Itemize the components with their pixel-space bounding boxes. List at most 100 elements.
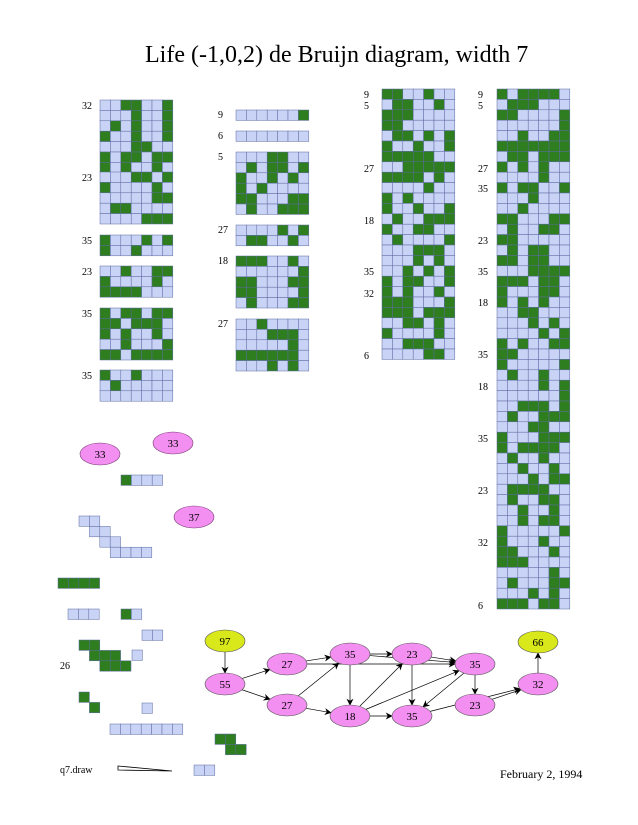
filled-cell <box>287 360 299 372</box>
empty-cell <box>235 109 247 121</box>
pointer-arrow-icon <box>117 765 173 772</box>
empty-cell <box>266 276 278 288</box>
filled-cell <box>507 255 519 267</box>
empty-cell <box>496 400 508 412</box>
empty-cell <box>444 244 456 256</box>
filled-cell <box>392 88 404 100</box>
empty-cell <box>298 172 310 184</box>
empty-cell <box>120 380 132 392</box>
filled-cell <box>423 161 435 173</box>
filled-cell <box>120 151 132 163</box>
empty-cell <box>110 171 122 183</box>
empty-cell <box>381 348 393 360</box>
filled-cell <box>527 400 539 412</box>
filled-cell <box>246 193 258 205</box>
filled-cell <box>141 234 153 246</box>
empty-cell <box>246 151 258 163</box>
filled-cell <box>538 494 550 506</box>
empty-cell <box>444 88 456 100</box>
empty-cell <box>517 494 529 506</box>
empty-cell <box>141 307 153 319</box>
filled-cell <box>256 349 268 361</box>
empty-cell <box>110 141 122 153</box>
empty-cell <box>287 318 299 330</box>
empty-cell <box>527 130 539 142</box>
strip-label: 9 <box>478 90 483 101</box>
pattern-block <box>235 130 310 142</box>
empty-cell <box>246 360 258 372</box>
filled-cell <box>527 421 539 433</box>
filled-cell <box>507 494 519 506</box>
graph-node <box>454 693 496 717</box>
empty-cell <box>527 286 539 298</box>
filled-cell <box>287 193 299 205</box>
filled-cell <box>538 421 550 433</box>
strip-label: 5 <box>478 101 483 112</box>
graph-node-label: 18 <box>345 711 357 723</box>
block-label: 35 <box>82 309 92 320</box>
empty-cell <box>287 266 299 278</box>
empty-cell <box>392 223 404 235</box>
filled-cell <box>99 151 111 163</box>
empty-cell <box>402 119 414 131</box>
empty-cell <box>559 171 571 183</box>
filled-cell <box>559 119 571 131</box>
empty-cell <box>402 255 414 267</box>
filled-cell <box>130 318 142 330</box>
empty-cell <box>130 182 142 194</box>
strip-label: 27 <box>478 164 488 175</box>
empty-cell <box>141 328 153 340</box>
filled-cell <box>433 317 445 329</box>
filled-cell <box>99 307 111 319</box>
block-label: 27 <box>218 225 228 236</box>
filled-cell <box>559 327 571 339</box>
empty-cell <box>277 286 289 298</box>
pattern-block <box>235 151 310 215</box>
empty-cell <box>266 255 278 267</box>
empty-cell <box>151 390 163 402</box>
empty-cell <box>381 99 393 111</box>
pattern-block <box>99 307 174 361</box>
filled-cell <box>538 515 550 527</box>
empty-cell <box>235 203 247 215</box>
filled-cell <box>402 109 414 121</box>
empty-cell <box>423 140 435 152</box>
filled-cell <box>444 265 456 277</box>
strip-label: 6 <box>478 601 483 612</box>
empty-cell <box>559 546 571 558</box>
filled-cell <box>214 733 226 745</box>
empty-cell <box>120 390 132 402</box>
filled-cell <box>517 182 529 194</box>
filled-cell <box>496 161 508 173</box>
filled-cell <box>381 307 393 319</box>
empty-cell <box>88 608 100 620</box>
empty-cell <box>412 265 424 277</box>
empty-cell <box>287 182 299 194</box>
empty-cell <box>141 276 153 288</box>
filled-cell <box>559 525 571 537</box>
empty-cell <box>120 349 132 361</box>
empty-cell <box>266 318 278 330</box>
filled-cell <box>392 213 404 225</box>
filled-cell <box>151 276 163 288</box>
filled-cell <box>548 140 560 152</box>
block-label: 35 <box>82 236 92 247</box>
empty-cell <box>151 474 163 486</box>
filled-cell <box>381 140 393 152</box>
filled-cell <box>538 598 550 610</box>
empty-cell <box>527 275 539 287</box>
empty-cell <box>246 329 258 341</box>
filled-cell <box>151 307 163 319</box>
empty-cell <box>412 109 424 121</box>
empty-cell <box>120 276 132 288</box>
filled-cell <box>412 275 424 287</box>
piece <box>141 629 164 641</box>
filled-cell <box>120 286 132 298</box>
filled-cell <box>402 296 414 308</box>
date-label: February 2, 1994 <box>500 767 583 781</box>
filled-cell <box>507 99 519 111</box>
empty-cell <box>412 99 424 111</box>
empty-cell <box>433 275 445 287</box>
empty-cell <box>517 421 529 433</box>
filled-cell <box>287 172 299 184</box>
